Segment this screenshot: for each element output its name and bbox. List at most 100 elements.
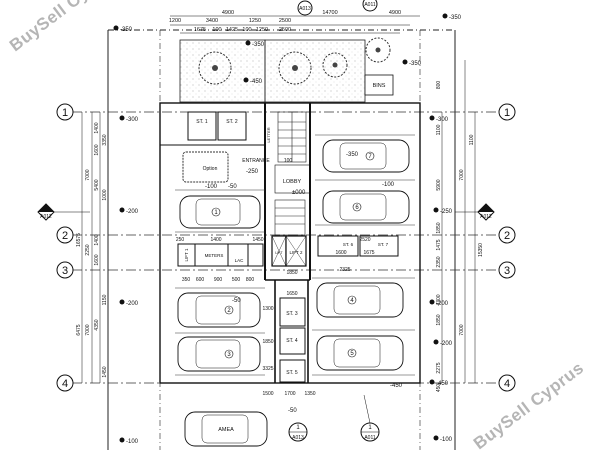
car-5 (322, 190, 410, 224)
option-label: Option (203, 166, 218, 172)
entrance-label: ENTRANCE (242, 158, 270, 164)
dim-mid-5: 2325 (339, 267, 350, 273)
staircase (274, 111, 311, 236)
section-tag-top-left: A013 (299, 6, 311, 12)
dim-top-9: 1425 (226, 27, 238, 33)
interior-dimensions: 1400 1450 1850 1600 1675 2325 250 900 35… (176, 158, 375, 397)
level-car7: -350 (346, 152, 359, 158)
room-st1: ST. 1 (196, 119, 208, 125)
lift-shafts: LIFT 2 LIFT (271, 235, 307, 267)
left-dimensions (81, 112, 101, 383)
dim-top-11: 1250 (256, 27, 268, 33)
lift-label: LIFT (275, 251, 283, 255)
level-entrance: -50 (228, 184, 237, 190)
dim-right-2: 5900 (436, 179, 442, 190)
grid-bubble-3-left: 3 (62, 265, 68, 277)
right-dimension-labels: 800 1100 5900 7000 1850 1100 1475 2350 1… (436, 81, 484, 393)
lac-label: LAC (235, 258, 245, 263)
grid-bubbles: 1 1 2 2 3 3 4 4 (56, 103, 516, 392)
dim-mid-20: 2520 (359, 237, 370, 243)
dim-right-6: 1475 (436, 239, 442, 250)
level-garden: -350 (252, 42, 265, 48)
car-7 (316, 335, 404, 371)
dim-mid-11: 800 (246, 277, 255, 283)
level-grid1-left: -300 (126, 117, 139, 123)
dim-mid-17: 1700 (284, 391, 295, 397)
level-car2: -50 (232, 298, 241, 304)
dim-top-2: 3400 (206, 18, 218, 24)
level-grid1-right: -300 (436, 117, 449, 123)
dim-right-3: 7000 (459, 169, 465, 180)
parking-number-7: 7 (368, 154, 372, 160)
dim-mid-0: 1400 (210, 237, 221, 243)
dim-mid-2: 1850 (286, 270, 297, 276)
storage-rooms-right: ST. 6 ST. 7 (317, 235, 399, 257)
right-dimensions (441, 60, 476, 383)
parking-bay-lines (175, 134, 415, 376)
room-st4: ST. 4 (286, 338, 298, 344)
dim-mid-18: 3325 (262, 366, 273, 372)
storage-rooms-top: ST. 1 ST. 2 Option ENTRANCE (182, 111, 270, 183)
level-entrance-left: -100 (205, 184, 218, 190)
dim-right-0: 800 (436, 81, 442, 90)
dim-left-8: 1400 (94, 234, 100, 245)
amea-label: AMEA (218, 427, 234, 433)
building-walls (159, 102, 421, 384)
grid-lines (72, 111, 500, 384)
level-grid3-left: -200 (126, 301, 139, 307)
dim-right-13: 450 (436, 384, 442, 393)
level-car5: -450 (390, 383, 403, 389)
level-mid-left: -200 (126, 209, 139, 215)
dim-top-6: 4900 (389, 10, 401, 16)
dim-top-0: 4900 (222, 10, 234, 16)
dim-left-7: 2250 (85, 244, 91, 255)
parking-number-4: 4 (350, 298, 354, 304)
grid-bubble-1-left: 1 (62, 107, 68, 119)
section-tag-bottom-left: A013 (292, 435, 304, 441)
parking-number-2: 2 (227, 308, 231, 314)
dim-mid-4: 1675 (363, 250, 374, 256)
dim-right-11: 7000 (459, 324, 465, 335)
dim-left-4: 5400 (94, 179, 100, 190)
level-amea: -50 (288, 408, 297, 414)
level-markers: -350 -300 -200 -200 -100 -350 -450 -350 … (113, 13, 462, 445)
section-tag-top-right: A011 (364, 2, 376, 8)
dim-top-5: 14700 (322, 10, 337, 16)
grid-bubble-4-left: 4 (62, 378, 68, 390)
level-mid-right: -250 (440, 209, 453, 215)
dim-mid-14: 1850 (262, 339, 273, 345)
dim-mid-6: 250 (176, 237, 185, 243)
dim-mid-7: 900 (214, 277, 223, 283)
grid-bubble-1-right: 1 (504, 107, 510, 119)
services-block: LIFT 1 METERS LAC (177, 243, 264, 267)
lift-2-label: LIFT 2 (290, 250, 303, 255)
dim-mid-10: 500 (232, 277, 241, 283)
section-num-bottom-left: 1 (296, 425, 300, 431)
dim-left-3: 7000 (85, 169, 91, 180)
grid-bubble-3-right: 3 (504, 265, 510, 277)
level-bottom-left: -100 (126, 439, 139, 445)
dim-right-4: 1850 (436, 222, 442, 233)
dim-mid-19: 100 (284, 158, 293, 164)
dim-right-12: 2275 (436, 362, 442, 373)
dim-mid-8: 350 (182, 277, 191, 283)
dim-mid-16: 1500 (262, 391, 273, 397)
dim-left-10: 1150 (102, 294, 108, 305)
bins-label: BINS (373, 83, 386, 89)
dim-mid-15: 1350 (304, 391, 315, 397)
section-num-bottom-right: 1 (368, 425, 372, 431)
storage-rooms-center: ST. 3 ST. 4 ST. 5 (279, 297, 306, 383)
parking-number-1: 1 (214, 210, 218, 216)
dim-left-1: 1600 (94, 144, 100, 155)
level-car6: -100 (382, 182, 395, 188)
car-6 (316, 282, 404, 318)
level-top-right: -350 (449, 15, 462, 21)
dim-right-8: 15350 (478, 243, 484, 257)
dim-left-14: 1450 (102, 366, 108, 377)
dim-top-12: 2500 (279, 27, 291, 33)
grid-bubble-2-left: 2 (62, 230, 68, 242)
level-bins: -350 (409, 61, 422, 67)
grid-bubble-4-right: 4 (504, 378, 510, 390)
level-grid3-right: -200 (436, 301, 449, 307)
